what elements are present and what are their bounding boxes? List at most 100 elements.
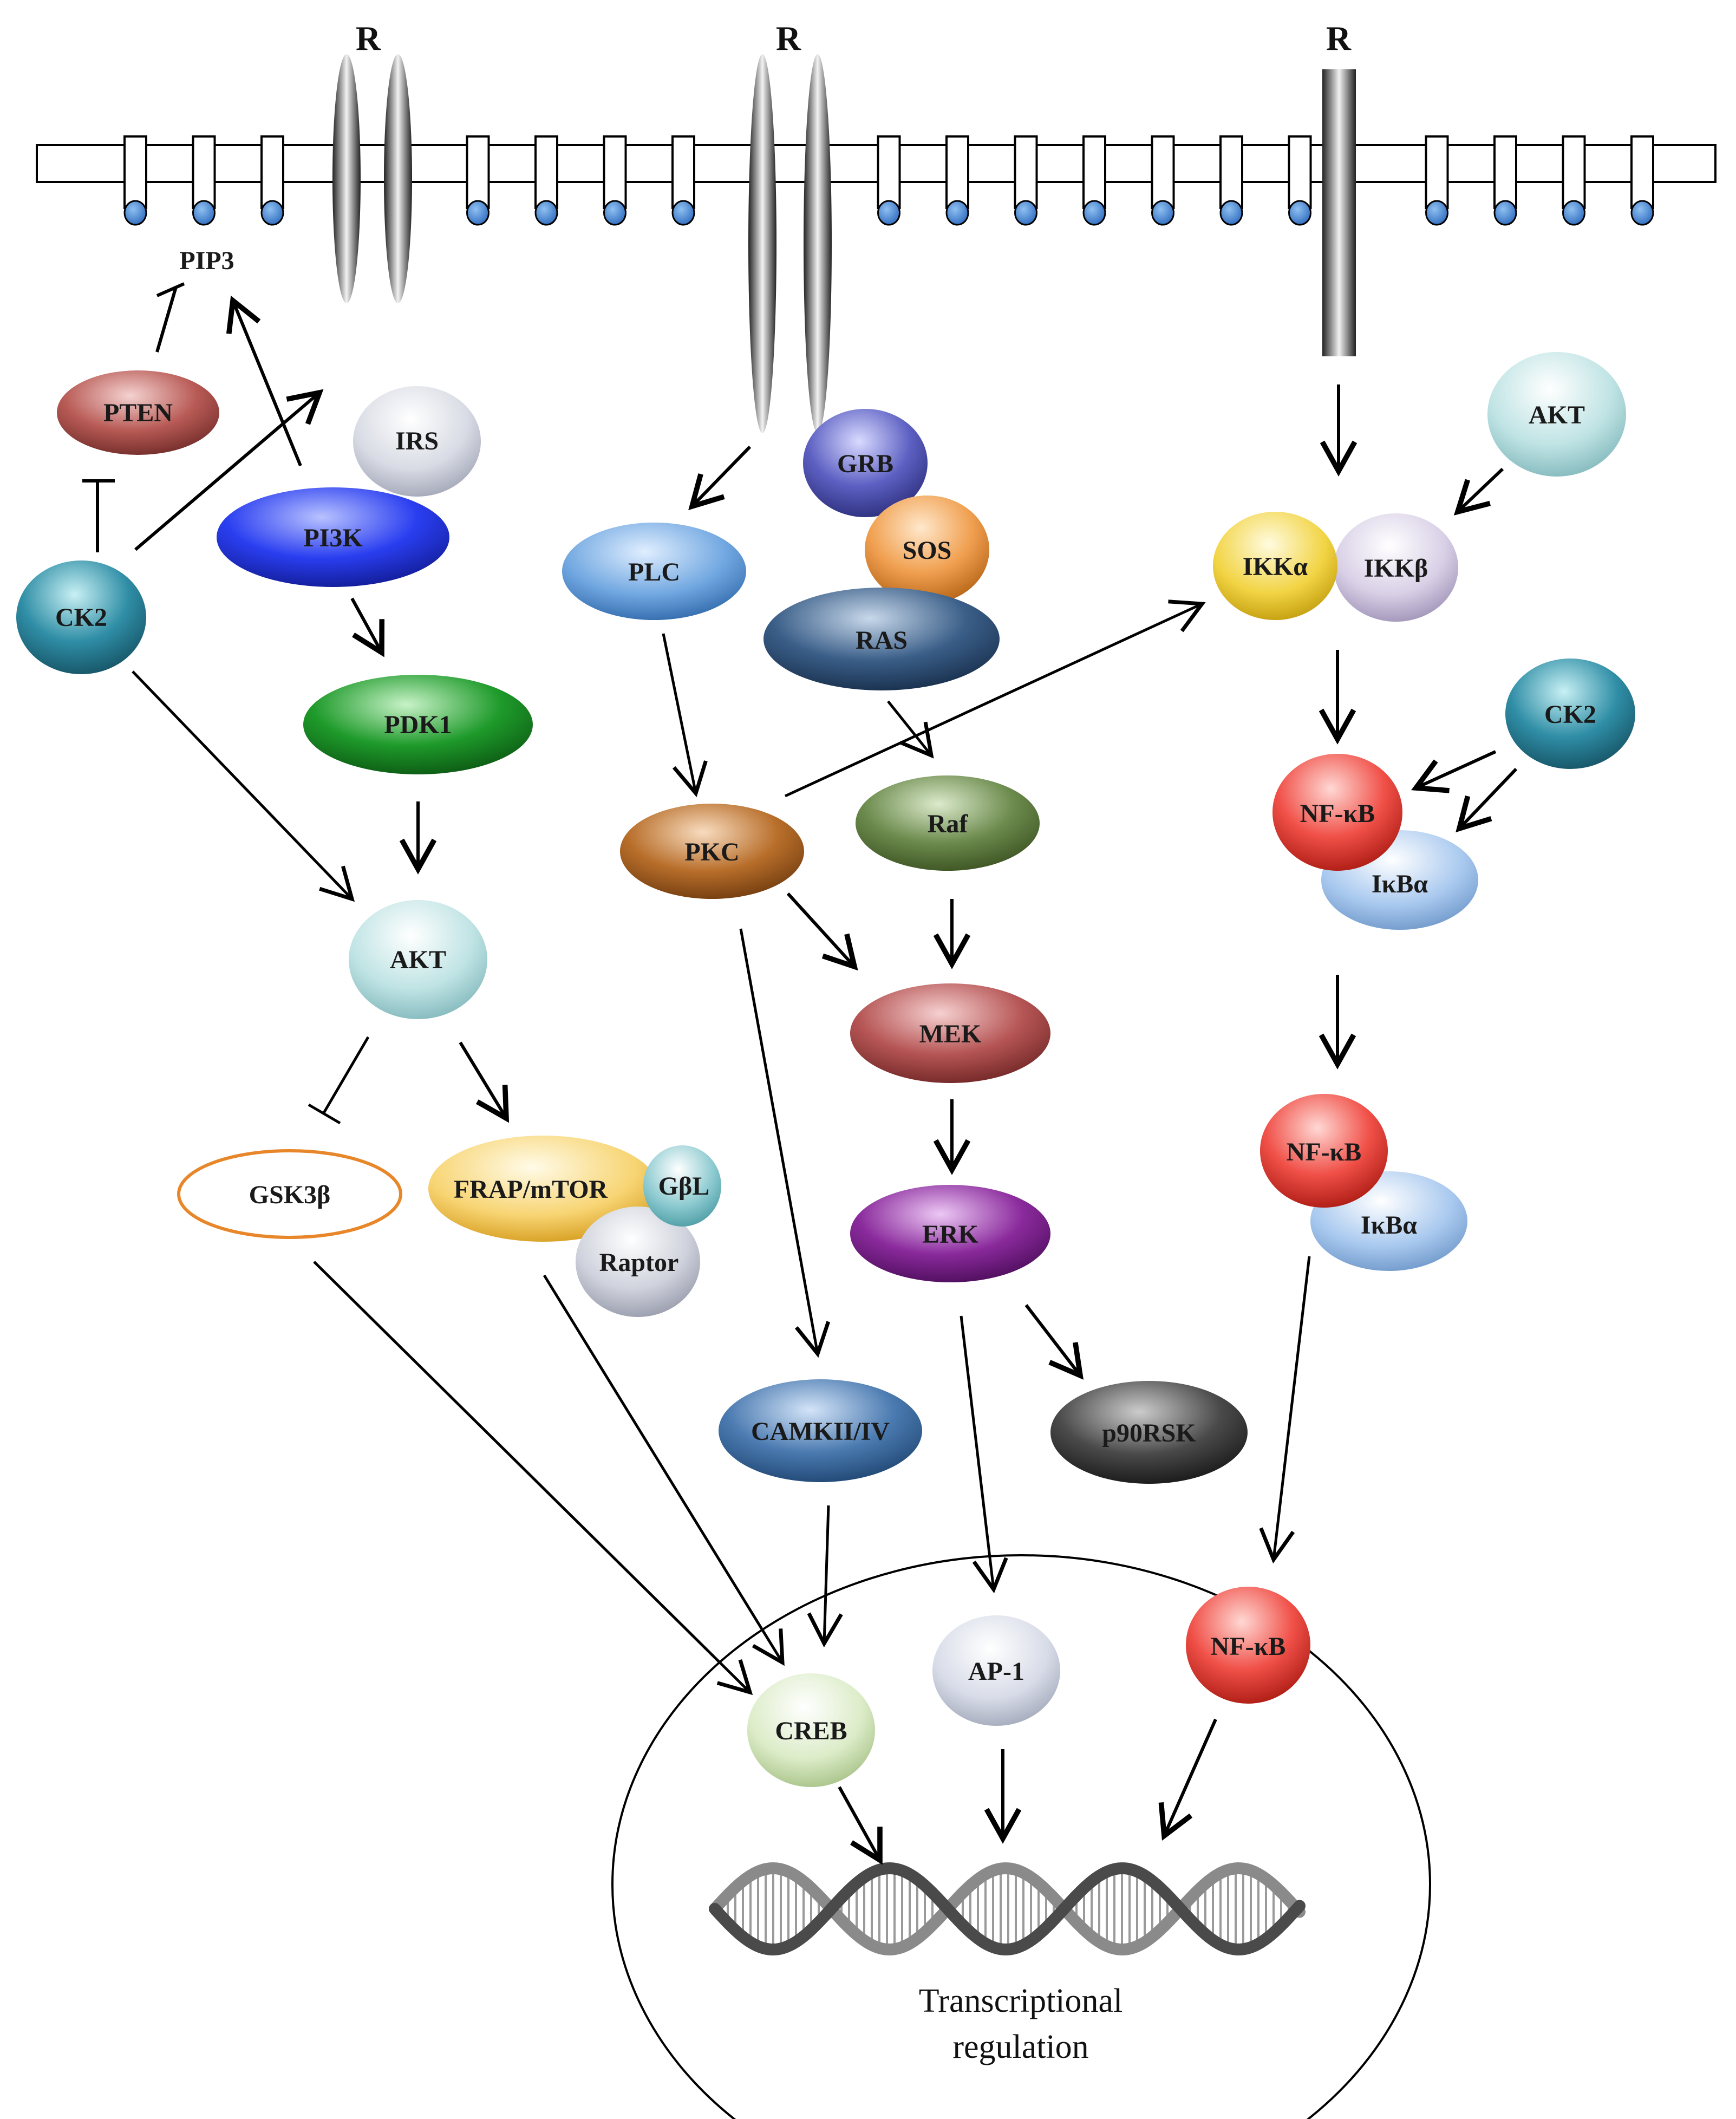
- arrow-ras-raf: [887, 700, 934, 759]
- akt-left-label: AKT: [390, 946, 446, 974]
- arrow-pi3k-pip3: [226, 295, 302, 467]
- p90rsk-node: p90RSK: [1050, 1381, 1248, 1484]
- raf-node: Raf: [856, 775, 1040, 871]
- inhibit-bar-pip3: [156, 282, 185, 297]
- lipid-head: [466, 200, 490, 226]
- ap1-node: AP-1: [932, 1615, 1060, 1726]
- receptor-1-label: R: [356, 19, 381, 57]
- lipid-tail: [603, 135, 627, 209]
- arrow-ck2-ikba: [1456, 767, 1518, 833]
- arrow-gsk3b-creb: [313, 1261, 753, 1696]
- dna-strand-front: [709, 1862, 1306, 1956]
- arrow-ck2-akt: [132, 670, 355, 902]
- lipid-tail: [1630, 135, 1654, 209]
- pi3k-node: PI3K: [217, 487, 449, 587]
- pathway-edges: [82, 282, 1518, 1865]
- lipid-head: [671, 200, 695, 226]
- arrow-pkc-mek: [786, 892, 858, 971]
- raf-label: Raf: [928, 810, 969, 838]
- mek-label: MEK: [919, 1020, 982, 1048]
- lipid-head: [1493, 200, 1517, 226]
- lipid-head: [603, 200, 626, 226]
- lipid-tail: [1288, 135, 1312, 209]
- lipid-head: [1082, 200, 1106, 226]
- akt-left-node: AKT: [349, 900, 487, 1019]
- arrow-erk-p90rsk: [1024, 1304, 1084, 1380]
- erk-label: ERK: [922, 1220, 978, 1249]
- receptor-1: R: [332, 19, 412, 303]
- ikka-label: IKKα: [1243, 552, 1308, 581]
- nucleus: [611, 1554, 1431, 2119]
- nfkb-2-label: NF-κB: [1287, 1138, 1362, 1166]
- ck2-right-label: CK2: [1544, 700, 1596, 729]
- irs-label: IRS: [395, 427, 439, 455]
- ras-label: RAS: [856, 626, 908, 655]
- lipid-head: [1219, 200, 1243, 226]
- p90rsk-label: p90RSK: [1102, 1419, 1196, 1448]
- lipid-tail: [1082, 135, 1106, 209]
- arrow-akt-ikk: [1453, 467, 1504, 516]
- arrow-receptor-plc: [688, 445, 752, 511]
- arrow-camk-creb: [807, 1505, 843, 1648]
- lipid-head: [1630, 200, 1654, 226]
- lipid-tail: [1425, 135, 1449, 209]
- dna-helix: [709, 1862, 1306, 1956]
- ck2-right-node: CK2: [1505, 658, 1635, 769]
- pten-label: PTEN: [103, 399, 173, 427]
- creb-label: CREB: [775, 1717, 847, 1745]
- erk-node: ERK: [850, 1185, 1050, 1282]
- dna-strand-back: [709, 1862, 1306, 1956]
- lipid-tail: [1562, 135, 1586, 209]
- ikba-2-label: IκBα: [1361, 1211, 1417, 1240]
- plc-node: PLC: [562, 523, 746, 620]
- mtor-label: FRAP/mTOR: [454, 1175, 609, 1204]
- grb-sos-ras-complex: GRB SOS RAS: [763, 409, 1000, 690]
- lipid-head: [1151, 200, 1174, 226]
- lipid-tail: [192, 135, 216, 209]
- arrow-ck2-receptor: [134, 389, 324, 551]
- lipid-head: [945, 200, 969, 226]
- pkc-node: PKC: [620, 804, 804, 899]
- lipid-tail: [466, 135, 490, 209]
- lipid-tail: [1014, 135, 1038, 209]
- pip3-label: PIP3: [179, 246, 234, 275]
- receptor-2-label: R: [776, 19, 801, 57]
- arrow-pi3k-pdk1: [350, 597, 385, 657]
- gsk3b-node: GSK3β: [177, 1149, 402, 1239]
- receptor-3-label: R: [1326, 19, 1352, 57]
- inhibit-akt-gsk3b: [322, 1036, 370, 1114]
- nfkb-ikba-complex-2: NF-κB IκBα: [1260, 1094, 1467, 1271]
- sos-label: SOS: [903, 536, 952, 565]
- cell-membrane: [36, 135, 1717, 226]
- arrow-nfkb-nucleus: [1259, 1256, 1311, 1564]
- akt-right-label: AKT: [1529, 401, 1585, 429]
- lipid-tail: [671, 135, 695, 209]
- lipid-tail: [260, 135, 284, 209]
- ikk-complex: IKKα IKKβ: [1213, 512, 1458, 622]
- lipid-tail: [1219, 135, 1243, 209]
- arrow-ck2-nfkb: [1411, 750, 1497, 793]
- nfkb-nucleus-label: NF-κB: [1211, 1632, 1286, 1661]
- nucleus-caption-line1: Transcriptional: [919, 1983, 1123, 2019]
- lipid-head: [1425, 200, 1448, 226]
- gsk3b-label: GSK3β: [249, 1181, 331, 1209]
- receptor-3: R: [1322, 19, 1356, 356]
- lipid-head: [123, 200, 147, 226]
- arrow-creb-dna: [838, 1786, 883, 1865]
- ck2-left-node: CK2: [16, 560, 146, 674]
- lipid-head: [1288, 200, 1311, 226]
- nfkb-nucleus-node: NF-κB: [1186, 1587, 1310, 1704]
- inhibit-bar-gsk3b: [308, 1103, 341, 1125]
- pkc-label: PKC: [684, 838, 739, 866]
- grb-label: GRB: [837, 449, 893, 478]
- lipid-tail: [123, 135, 147, 209]
- lipid-tail: [534, 135, 558, 209]
- raptor-label: Raptor: [599, 1248, 679, 1277]
- nucleus-caption-line2: regulation: [952, 2029, 1088, 2065]
- lipid-tail: [945, 135, 969, 209]
- camk-node: CAMKII/IV: [719, 1379, 922, 1482]
- ikba-1-label: IκBα: [1372, 870, 1428, 898]
- nfkb-ikba-complex-1: NF-κB IκBα: [1272, 754, 1478, 930]
- lipid-head: [1014, 200, 1037, 226]
